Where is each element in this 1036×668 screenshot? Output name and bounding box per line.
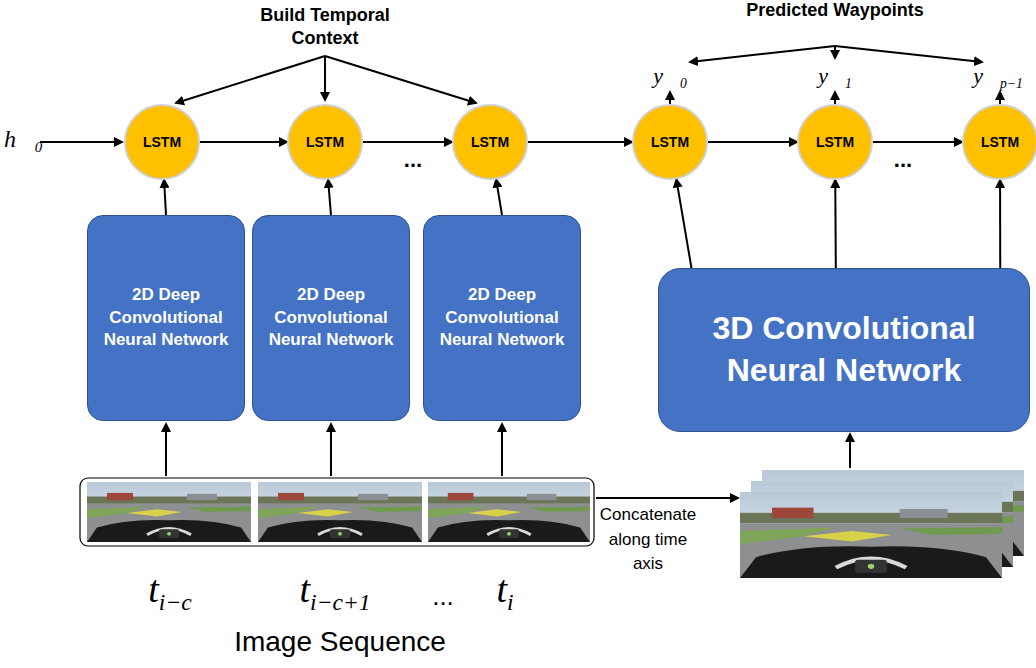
- node-text: LSTM: [816, 134, 854, 150]
- node-text: LSTM: [981, 134, 1019, 150]
- output-symbol: y⃗1: [805, 62, 865, 92]
- lstm-cell: LSTM: [452, 104, 528, 180]
- time-label: ti−c+1: [255, 566, 415, 618]
- subscript: 0: [35, 139, 42, 155]
- subscript: i−c+1: [310, 589, 371, 615]
- node-text: LSTM: [306, 134, 344, 150]
- ellipsis: ...: [878, 146, 928, 174]
- leader-arrow: [690, 46, 835, 62]
- cnn-box: 3D Convolutional Neural Network: [658, 268, 1030, 432]
- output-symbol: y⃗p−1: [962, 62, 1034, 92]
- flow-arrow: [834, 180, 837, 268]
- sequence-frame: [80, 478, 594, 546]
- flow-arrow: [363, 141, 452, 143]
- flow-arrow: [708, 141, 797, 143]
- lstm-cell: LSTM: [124, 104, 200, 180]
- cnn-box: 2D Deep Convolutional Neural Network: [87, 215, 245, 421]
- leader-arrow: [324, 56, 326, 100]
- node-text: LSTM: [143, 134, 181, 150]
- frame-image: [258, 482, 422, 542]
- node-text: 2D Deep Convolutional Neural Network: [259, 284, 403, 353]
- state-symbol: h⃗0: [4, 124, 40, 157]
- output-arrow: [999, 92, 1001, 104]
- flow-arrow: [873, 141, 962, 143]
- node-text: LSTM: [471, 134, 509, 150]
- subscript: i−c: [159, 589, 192, 615]
- lstm-cell: LSTM: [632, 104, 708, 180]
- subscript: p−1: [1000, 76, 1023, 91]
- node-text: 2D Deep Convolutional Neural Network: [94, 284, 238, 353]
- time-label: ti−c: [100, 566, 240, 618]
- input-arrow: [501, 424, 503, 476]
- lstm-cell: LSTM: [287, 104, 363, 180]
- node-text: 3D Convolutional Neural Network: [669, 308, 1019, 391]
- subscript: 1: [845, 76, 852, 91]
- cnn-box: 2D Deep Convolutional Neural Network: [252, 215, 410, 421]
- ellipsis: ...: [418, 580, 468, 613]
- node-text: LSTM: [651, 134, 689, 150]
- flow-arrow: [164, 180, 166, 215]
- node-text: 2D Deep Convolutional Neural Network: [430, 284, 574, 353]
- flow-arrow: [496, 179, 502, 215]
- flow-arrow: [528, 141, 632, 143]
- lstm-cell: LSTM: [962, 104, 1036, 180]
- process-note: Concatenate along time axis: [596, 503, 700, 577]
- frame-image: [428, 482, 590, 542]
- output-arrow: [834, 92, 836, 104]
- input-arrow: [849, 434, 851, 468]
- input-arrow: [165, 424, 167, 476]
- cnn-box: 2D Deep Convolutional Neural Network: [423, 215, 581, 421]
- annotation-title: Predicted Waypoints: [745, 0, 925, 22]
- leader-arrow: [176, 56, 325, 103]
- leader-arrow: [325, 56, 476, 103]
- flow-arrow: [200, 141, 287, 143]
- stacked-frame: [740, 492, 1002, 578]
- output-symbol: y⃗0: [640, 62, 700, 92]
- ellipsis: ...: [388, 146, 438, 174]
- leader-arrow: [834, 46, 836, 58]
- subscript: i: [507, 589, 514, 615]
- input-arrow: [330, 424, 332, 476]
- state-arrow: [40, 141, 122, 143]
- leader-arrow: [835, 46, 982, 62]
- time-label: ti: [470, 566, 540, 618]
- concat-arrow: [596, 497, 738, 499]
- lstm-cell: LSTM: [797, 104, 873, 180]
- output-arrow: [669, 92, 671, 104]
- flow-arrow: [328, 180, 331, 215]
- flow-arrow: [999, 180, 1001, 268]
- subscript: 0: [680, 76, 687, 91]
- frame-image: [87, 482, 251, 542]
- flow-arrow: [676, 179, 691, 268]
- sequence-caption: Image Sequence: [210, 624, 470, 659]
- annotation-title: Build Temporal Context: [225, 4, 425, 49]
